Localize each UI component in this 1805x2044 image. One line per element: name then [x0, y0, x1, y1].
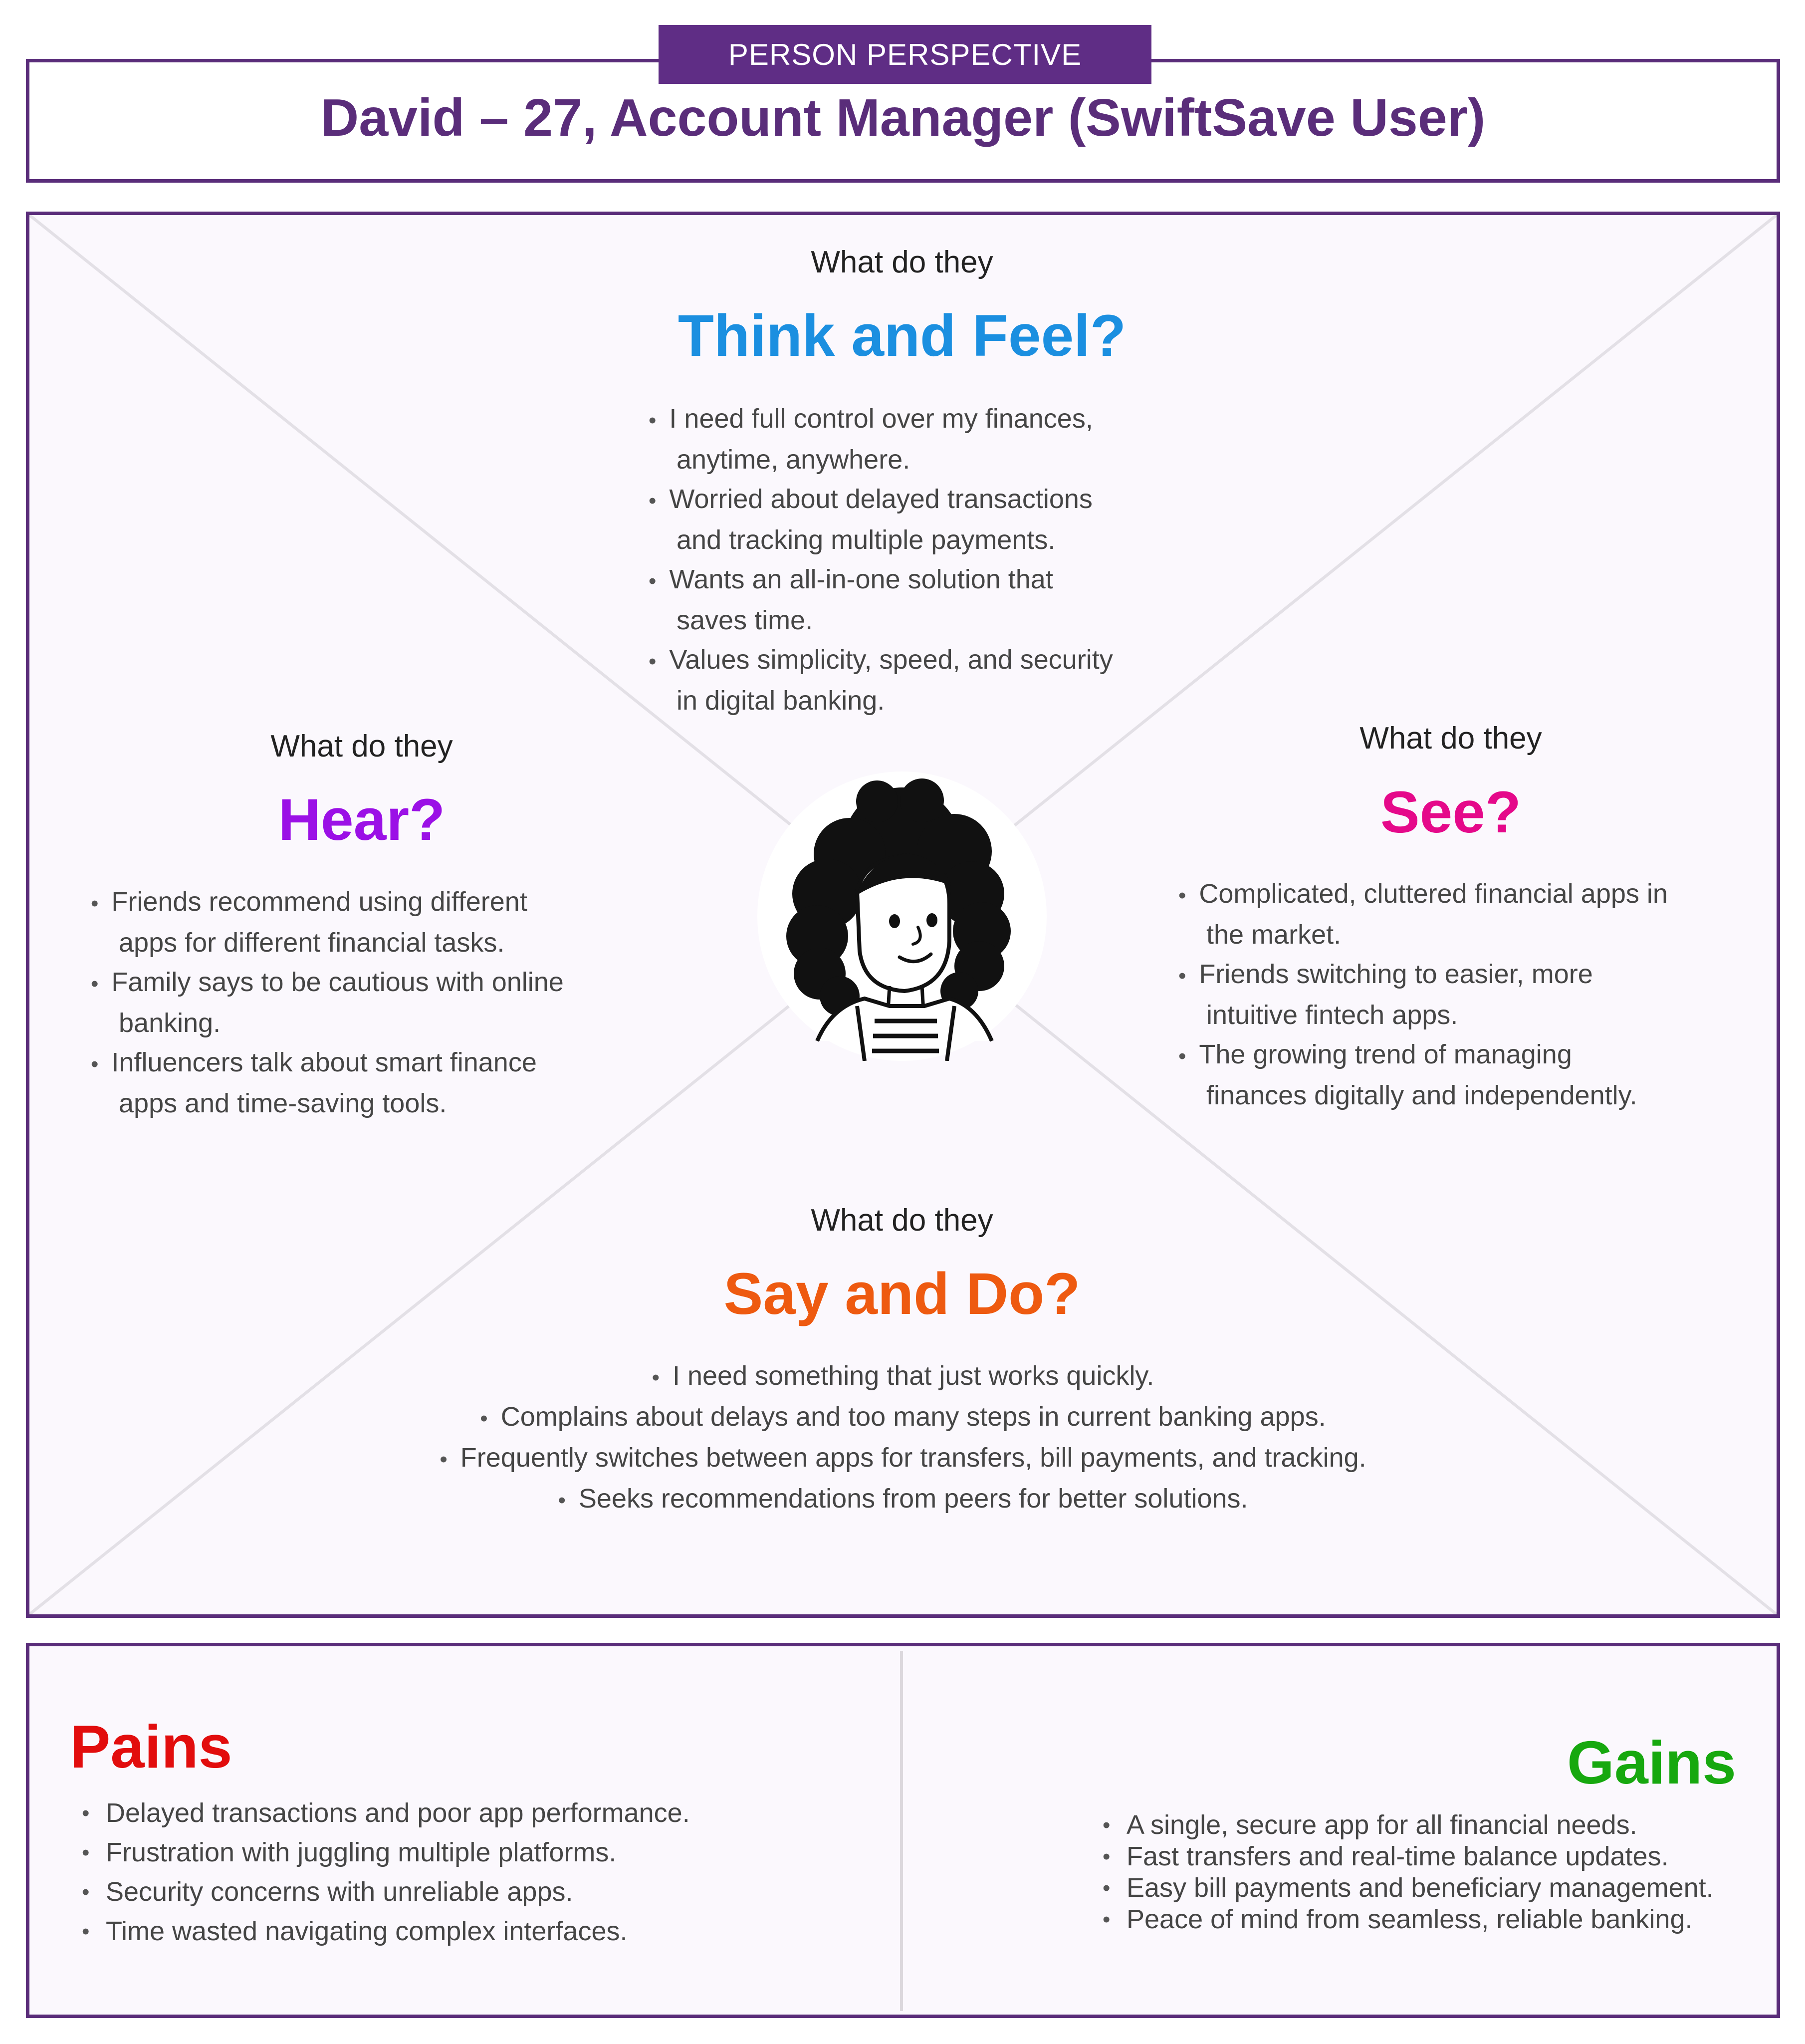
think-feel-list: •I need full control over my finances, a…: [649, 399, 1197, 721]
list-item-continued: in digital banking.: [677, 686, 885, 716]
see-heading: See?: [1380, 779, 1522, 845]
list-item: •The growing trend of managing: [1178, 1039, 1572, 1069]
say-do-heading: Say and Do?: [723, 1261, 1081, 1327]
list-item-continued: banking.: [119, 1008, 221, 1038]
list-item: Frustration with juggling multiple platf…: [80, 1833, 878, 1872]
list-item-continued: intuitive fintech apps.: [1206, 1000, 1458, 1030]
list-item: Peace of mind from seamless, reliable ba…: [1101, 1904, 1779, 1935]
pains-gains-divider: [900, 1651, 903, 2011]
think-feel-heading: Think and Feel?: [677, 303, 1127, 369]
list-item: •Worried about delayed transactions: [649, 484, 1093, 514]
list-item: Time wasted navigating complex interface…: [80, 1912, 878, 1951]
see-lead: What do they: [1359, 721, 1542, 756]
say-do-list: •I need something that just works quickl…: [180, 1356, 1626, 1520]
think-feel-lead: What do they: [811, 245, 993, 279]
list-item: Easy bill payments and beneficiary manag…: [1101, 1872, 1779, 1904]
list-item-continued: and tracking multiple payments.: [677, 525, 1056, 555]
list-item: •Influencers talk about smart finance: [91, 1047, 537, 1077]
say-do-lead: What do they: [811, 1203, 993, 1238]
list-item-continued: finances digitally and independently.: [1206, 1080, 1637, 1110]
hear-lead: What do they: [270, 729, 453, 764]
list-item: •I need full control over my finances,: [649, 404, 1093, 434]
list-item: •Frequently switches between apps for tr…: [440, 1443, 1366, 1473]
list-item: •Friends switching to easier, more: [1178, 959, 1593, 989]
list-item-continued: apps and time-saving tools.: [119, 1088, 447, 1118]
pains-list: Delayed transactions and poor app perfor…: [80, 1793, 878, 1951]
see-list: •Complicated, cluttered financial apps i…: [1178, 874, 1767, 1115]
hear-heading: Hear?: [278, 787, 446, 853]
list-item: •Complicated, cluttered financial apps i…: [1178, 879, 1668, 909]
list-item: Fast transfers and real-time balance upd…: [1101, 1841, 1779, 1872]
list-item: •Values simplicity, speed, and security: [649, 645, 1113, 675]
list-item-continued: the market.: [1206, 920, 1342, 950]
list-item: •Family says to be cautious with online: [91, 967, 564, 997]
person-avatar-icon: [786, 778, 1011, 1061]
pains-heading: Pains: [70, 1713, 232, 1781]
list-item: •Complains about delays and too many ste…: [480, 1402, 1326, 1432]
list-item: A single, secure app for all financial n…: [1101, 1809, 1779, 1841]
list-item: •Friends recommend using different: [91, 887, 527, 917]
list-item: Security concerns with unreliable apps.: [80, 1872, 878, 1912]
gains-heading: Gains: [1567, 1729, 1736, 1796]
list-item: •Seeks recommendations from peers for be…: [558, 1484, 1248, 1514]
list-item-continued: apps for different financial tasks.: [119, 928, 505, 958]
list-item: •I need something that just works quickl…: [652, 1361, 1154, 1391]
list-item-continued: saves time.: [677, 605, 813, 635]
list-item-continued: anytime, anywhere.: [677, 445, 910, 475]
list-item: Delayed transactions and poor app perfor…: [80, 1793, 878, 1833]
perspective-tab-label: PERSON PERSPECTIVE: [659, 25, 1151, 84]
page-title: David – 27, Account Manager (SwiftSave U…: [320, 88, 1486, 147]
gains-list: A single, secure app for all financial n…: [1101, 1809, 1779, 1935]
list-item: •Wants an all-in-one solution that: [649, 564, 1053, 594]
hear-list: •Friends recommend using different apps …: [91, 882, 665, 1123]
